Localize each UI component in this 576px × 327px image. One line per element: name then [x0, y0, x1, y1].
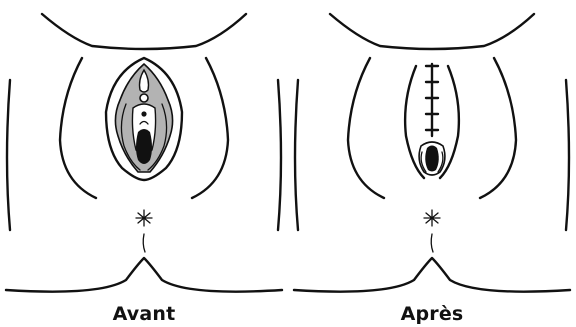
anus-mark [136, 210, 152, 226]
caption-after: Après [288, 301, 576, 327]
caption-before: Avant [0, 301, 288, 327]
after-illustration [288, 0, 576, 300]
after-panel: Après [288, 0, 576, 327]
remaining-opening [419, 142, 445, 175]
anus-mark [424, 210, 440, 226]
before-panel: Avant [0, 0, 288, 327]
before-illustration [0, 0, 288, 300]
suture-line [426, 64, 438, 136]
